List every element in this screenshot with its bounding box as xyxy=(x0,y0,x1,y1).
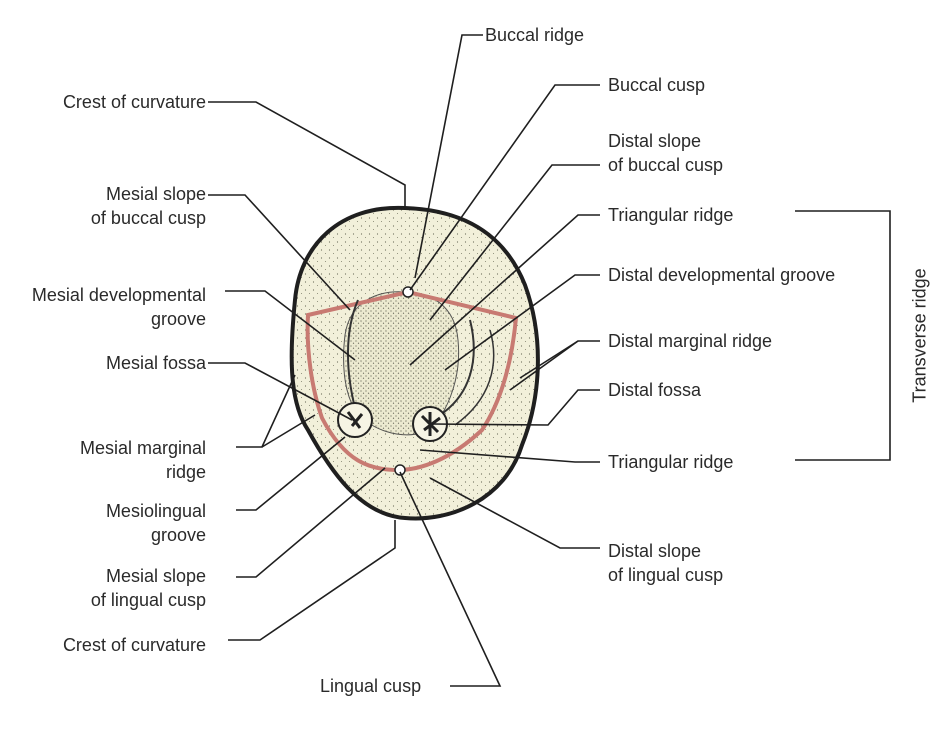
label-lingual-cusp: Lingual cusp xyxy=(320,676,422,696)
label-mesial-slope-buccal-2: of buccal cusp xyxy=(90,208,206,228)
leader-triangular-ridge-bottom xyxy=(419,449,600,463)
leader-mesial-marginal-2 xyxy=(261,414,316,448)
leader-distal-slope-lingual xyxy=(429,477,600,549)
leader-lingual-cusp xyxy=(399,471,502,687)
label-mesial-dev-groove-1: Mesial developmental xyxy=(31,285,206,305)
leader-distal-dev-groove xyxy=(444,274,600,371)
label-mesial-slope-buccal-1: Mesial slope xyxy=(105,184,206,204)
mesial-fossa-detail xyxy=(346,411,364,429)
label-crest-bottom: Crest of curvature xyxy=(62,635,206,655)
leader-buccal-cusp xyxy=(409,84,600,291)
label-mesial-slope-lingual-2: of lingual cusp xyxy=(90,590,206,610)
leader-distal-slope-buccal xyxy=(429,164,600,321)
label-mesiolingual-1: Mesiolingual xyxy=(105,501,206,521)
label-mesiolingual-2: groove xyxy=(150,525,206,545)
leader-distal-marginal-ridge-2 xyxy=(519,340,579,379)
label-crest-top: Crest of curvature xyxy=(62,92,206,112)
leader-mesial-slope-lingual xyxy=(236,467,386,578)
leader-lines xyxy=(208,34,891,687)
label-distal-slope-buccal-2: of buccal cusp xyxy=(608,155,724,175)
leader-mesiolingual xyxy=(236,436,346,511)
leader-buccal-ridge xyxy=(414,34,483,279)
label-distal-slope-buccal-1: Distal slope xyxy=(608,131,702,151)
distal-groove-line-2 xyxy=(454,329,495,426)
label-distal-marginal-ridge: Distal marginal ridge xyxy=(608,331,773,351)
label-distal-slope-lingual-2: of lingual cusp xyxy=(608,565,724,585)
leader-distal-fossa xyxy=(431,389,600,426)
leader-crest-top xyxy=(208,101,406,208)
transverse-bracket xyxy=(795,210,891,461)
leader-crest-bottom xyxy=(228,520,396,641)
lingual-cusp-tip xyxy=(394,464,406,476)
label-triangular-ridge-bottom: Triangular ridge xyxy=(608,452,734,472)
label-distal-fossa: Distal fossa xyxy=(608,380,702,400)
label-mesial-fossa: Mesial fossa xyxy=(105,353,206,373)
label-buccal-ridge: Buccal ridge xyxy=(485,25,585,45)
leader-mesial-fossa xyxy=(208,362,353,421)
label-mesial-marginal-1: Mesial marginal xyxy=(79,438,206,458)
label-distal-slope-lingual-1: Distal slope xyxy=(608,541,702,561)
label-buccal-cusp: Buccal cusp xyxy=(608,75,706,95)
label-transverse-ridge: Transverse ridge xyxy=(909,268,930,403)
leader-mesial-dev-groove xyxy=(225,290,356,361)
distal-groove-line xyxy=(439,319,475,416)
leader-triangular-ridge-top xyxy=(409,214,600,366)
label-mesial-marginal-2: ridge xyxy=(165,462,206,482)
label-mesial-dev-groove-2: groove xyxy=(150,309,206,329)
leader-mesial-slope-buccal xyxy=(208,194,351,311)
label-triangular-ridge-top: Triangular ridge xyxy=(608,205,734,225)
label-mesial-slope-lingual-1: Mesial slope xyxy=(105,566,206,586)
mesial-groove-line xyxy=(347,299,359,413)
label-distal-dev-groove: Distal developmental groove xyxy=(608,265,836,285)
